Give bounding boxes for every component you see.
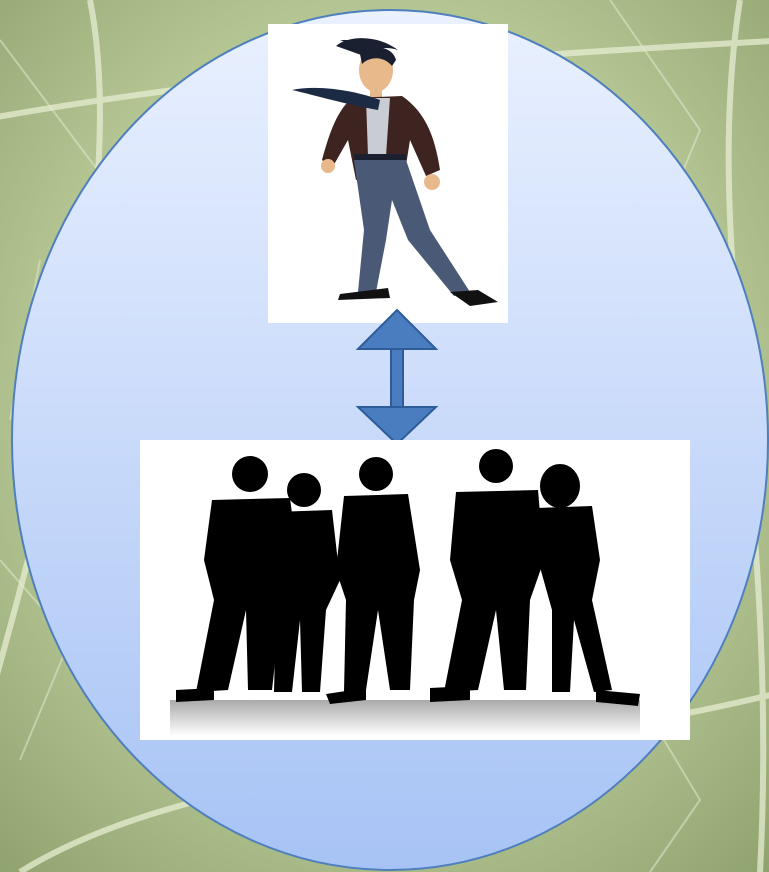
group-card [140,440,690,740]
individual-card [268,24,508,323]
